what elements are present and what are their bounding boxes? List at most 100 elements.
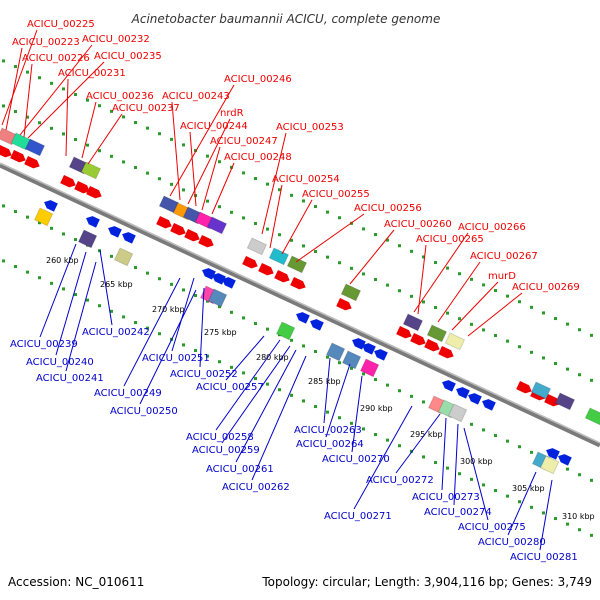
forward-gene-label[interactable]: ACICU_00223 bbox=[12, 37, 80, 48]
reverse-gene-label[interactable]: ACICU_00257 bbox=[196, 382, 264, 393]
forward-gene-label[interactable]: ACICU_00225 bbox=[27, 19, 95, 30]
reverse-gene-label[interactable]: ACICU_00281 bbox=[510, 552, 578, 563]
track-tick-2 bbox=[2, 204, 5, 208]
track-tick-1 bbox=[554, 317, 557, 321]
track-tick-1 bbox=[494, 289, 497, 293]
forward-gene-label[interactable]: nrdR bbox=[220, 108, 244, 119]
track-tick-1 bbox=[374, 233, 377, 237]
reverse-label-leader bbox=[99, 249, 113, 326]
reverse-gene-label[interactable]: ACICU_00274 bbox=[424, 507, 492, 518]
kbp-scale-label: 280 kbp bbox=[256, 353, 289, 362]
track-tick-0 bbox=[74, 138, 77, 142]
reverse-gene-label[interactable]: ACICU_00240 bbox=[26, 357, 94, 368]
forward-label-leader bbox=[27, 61, 105, 139]
forward-gene-label[interactable]: murD bbox=[488, 271, 516, 282]
track-tick-0 bbox=[326, 255, 329, 259]
forward-gene-label[interactable]: ACICU_00236 bbox=[86, 91, 154, 102]
track-tick-0 bbox=[530, 350, 533, 354]
reverse-gene-label[interactable]: ACICU_00252 bbox=[170, 369, 238, 380]
track-tick-0 bbox=[266, 227, 269, 231]
track-tick-1 bbox=[290, 193, 293, 197]
forward-gene-label[interactable]: ACICU_00232 bbox=[82, 34, 150, 45]
forward-gene-label[interactable]: ACICU_00237 bbox=[112, 103, 180, 114]
kbp-scale-label: 310 kbp bbox=[562, 512, 595, 521]
forward-gene-label[interactable]: ACICU_00226 bbox=[22, 53, 90, 64]
track-tick-0 bbox=[158, 177, 161, 181]
reverse-gene-label[interactable]: ACICU_00251 bbox=[142, 353, 210, 364]
track-tick-3 bbox=[290, 393, 293, 397]
reverse-gene-label[interactable]: ACICU_00273 bbox=[412, 492, 480, 503]
forward-gene-label[interactable]: ACICU_00248 bbox=[224, 152, 292, 163]
reverse-gene-label[interactable]: ACICU_00263 bbox=[294, 425, 362, 436]
forward-gene-arrow bbox=[156, 216, 172, 229]
forward-gene-block bbox=[206, 216, 228, 235]
reverse-gene-label[interactable]: ACICU_00271 bbox=[324, 511, 392, 522]
reverse-gene-label[interactable]: ACICU_00242 bbox=[82, 327, 150, 338]
track-tick-0 bbox=[110, 154, 113, 158]
reverse-gene-label[interactable]: ACICU_00261 bbox=[206, 464, 274, 475]
forward-gene-label[interactable]: ACICU_00266 bbox=[458, 222, 526, 233]
forward-label-leader bbox=[437, 261, 481, 323]
reverse-gene-label[interactable]: ACICU_00270 bbox=[322, 454, 390, 465]
forward-gene-label[interactable]: ACICU_00269 bbox=[512, 282, 580, 293]
track-tick-3 bbox=[530, 505, 533, 509]
reverse-gene-label[interactable]: ACICU_00258 bbox=[186, 432, 254, 443]
forward-gene-arrow bbox=[396, 326, 412, 339]
track-tick-1 bbox=[194, 149, 197, 153]
track-tick-0 bbox=[134, 166, 137, 170]
track-tick-1 bbox=[482, 283, 485, 287]
track-tick-1 bbox=[206, 154, 209, 158]
forward-gene-label[interactable]: ACICU_00244 bbox=[180, 121, 248, 132]
forward-gene-label[interactable]: ACICU_00267 bbox=[470, 251, 538, 262]
forward-gene-arrow bbox=[336, 298, 352, 311]
reverse-label-leader bbox=[463, 427, 489, 521]
track-tick-1 bbox=[278, 188, 281, 192]
track-tick-2 bbox=[362, 372, 365, 376]
reverse-label-leader bbox=[507, 471, 537, 536]
track-tick-3 bbox=[242, 371, 245, 375]
accession-text: Accession: NC_010611 bbox=[8, 575, 144, 589]
track-tick-2 bbox=[314, 350, 317, 354]
forward-label-leader bbox=[1, 29, 38, 126]
track-tick-2 bbox=[326, 355, 329, 359]
track-tick-0 bbox=[62, 132, 65, 136]
reverse-gene-label[interactable]: ACICU_00241 bbox=[36, 373, 104, 384]
reverse-gene-label[interactable]: ACICU_00280 bbox=[478, 537, 546, 548]
forward-gene-arrow bbox=[74, 181, 90, 194]
track-tick-3 bbox=[266, 382, 269, 386]
reverse-gene-label[interactable]: ACICU_00250 bbox=[110, 406, 178, 417]
forward-gene-label[interactable]: ACICU_00255 bbox=[302, 189, 370, 200]
reverse-gene-arrow bbox=[212, 273, 226, 285]
reverse-label-leader bbox=[139, 289, 197, 405]
forward-gene-block bbox=[80, 161, 102, 180]
reverse-gene-block bbox=[207, 288, 228, 308]
track-tick-2 bbox=[74, 238, 77, 242]
track-tick-1 bbox=[122, 115, 125, 119]
track-tick-3 bbox=[230, 365, 233, 369]
forward-gene-label[interactable]: ACICU_00260 bbox=[384, 219, 452, 230]
forward-gene-label[interactable]: ACICU_00231 bbox=[58, 68, 126, 79]
reverse-gene-label[interactable]: ACICU_00264 bbox=[296, 439, 364, 450]
forward-gene-label[interactable]: ACICU_00246 bbox=[224, 74, 292, 85]
forward-gene-arrow bbox=[0, 145, 12, 158]
label-leader-lines bbox=[1, 29, 553, 551]
reverse-gene-label[interactable]: ACICU_00275 bbox=[458, 522, 526, 533]
forward-gene-arrow bbox=[242, 256, 258, 269]
forward-label-leader bbox=[87, 113, 123, 165]
reverse-gene-label[interactable]: ACICU_00239 bbox=[10, 339, 78, 350]
forward-gene-label[interactable]: ACICU_00253 bbox=[276, 122, 344, 133]
reverse-gene-label[interactable]: ACICU_00272 bbox=[366, 475, 434, 486]
forward-gene-label[interactable]: ACICU_00265 bbox=[416, 234, 484, 245]
forward-gene-label[interactable]: ACICU_00256 bbox=[354, 203, 422, 214]
track-tick-1 bbox=[302, 199, 305, 203]
forward-gene-label[interactable]: ACICU_00254 bbox=[272, 174, 340, 185]
track-tick-0 bbox=[146, 171, 149, 175]
forward-gene-label[interactable]: ACICU_00243 bbox=[162, 91, 230, 102]
reverse-gene-label[interactable]: ACICU_00262 bbox=[222, 482, 290, 493]
reverse-gene-label[interactable]: ACICU_00249 bbox=[94, 388, 162, 399]
reverse-gene-label[interactable]: ACICU_00259 bbox=[192, 445, 260, 456]
forward-gene-label[interactable]: ACICU_00247 bbox=[210, 136, 278, 147]
forward-gene-label[interactable]: ACICU_00235 bbox=[94, 51, 162, 62]
